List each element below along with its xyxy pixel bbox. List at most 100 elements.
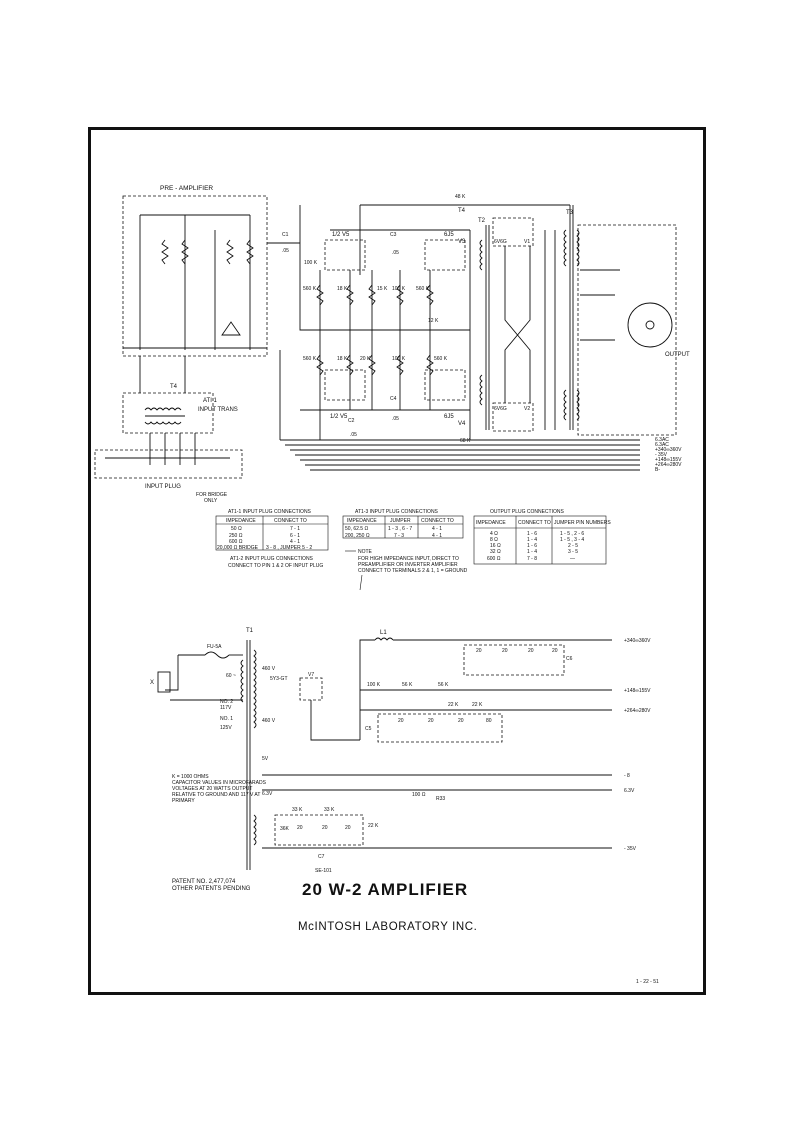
table-title: AT1-3 INPUT PLUG CONNECTIONS — [355, 509, 439, 515]
transformer-label: T2 — [478, 218, 486, 224]
table-cell: 6 - 1 — [290, 533, 300, 539]
supply-tap-label: 6.3AC — [655, 437, 669, 443]
table-cell: 1 - 6 — [527, 531, 537, 537]
wire — [359, 639, 375, 740]
table-header: JUMPER PIN NUMBERS — [554, 520, 611, 526]
manufacturer-name: McINTOSH LABORATORY INC. — [298, 921, 477, 933]
table-cell: 200, 250 Ω — [345, 533, 370, 539]
transformer-coil — [144, 421, 182, 425]
cap-label: .05 — [392, 416, 399, 422]
note-text: FOR HIGH IMPEDANCE INPUT, DIRECT TO — [358, 556, 459, 562]
tube-v5b — [324, 369, 366, 401]
psu-resistor: 22 K — [472, 702, 483, 708]
table-title: OUTPUT PLUG CONNECTIONS — [490, 509, 564, 515]
tube-label: 6V6G — [494, 239, 507, 245]
note-text: PREAMPLIFIER OR INVERTER AMPLIFIER — [358, 562, 458, 568]
psu-label: T1 — [246, 628, 254, 634]
resistor-label: 100 K — [304, 260, 318, 266]
psu-note: K = 1000 OHMS — [172, 774, 209, 780]
tube-label: V3 — [458, 239, 466, 245]
note-arrow — [359, 574, 363, 591]
table-cell: 2 - 5 — [568, 543, 578, 549]
table-cell: 1 - 4 — [527, 549, 537, 555]
tube-label: V1 — [524, 239, 530, 245]
table-cell: 7 - 3 — [394, 533, 404, 539]
table-cell: — — [570, 556, 575, 562]
psu-label: 60 ~ — [226, 673, 236, 679]
table-cell: 250 Ω — [229, 533, 243, 539]
table-cell: 4 - 1 — [432, 526, 442, 532]
psu-label: 117V — [220, 705, 232, 711]
psu-resistor: 56 K — [402, 682, 413, 688]
cap-value: 20 — [345, 825, 351, 831]
cap-value: 20 — [552, 648, 558, 654]
cap-value: 20 — [528, 648, 534, 654]
table-output — [473, 515, 607, 565]
table-cell: 50 Ω — [231, 526, 242, 532]
resistor-label: 68 K — [460, 438, 471, 444]
table-cell: 1 - 5 , 2 - 6 — [560, 531, 584, 537]
resistor-label: 20 K — [360, 356, 371, 362]
output-stage: T2 6V6G V1 6V6G V2 T3 OUTPUT T4 — [458, 205, 690, 440]
table-cell: 3 - 8 , JUMPER 5 - 2 — [266, 545, 312, 551]
supply-tap-label: +264∞280V — [655, 462, 682, 468]
cap-label: C1 — [282, 232, 289, 238]
resistor-label: 15 K — [377, 286, 388, 292]
table-cell: 7 - 8 — [527, 556, 537, 562]
resistor-r25 — [226, 239, 234, 265]
bridge-note: ONLY — [204, 498, 218, 504]
tube-v1 — [492, 217, 534, 247]
tube-label: 6V6G — [494, 406, 507, 412]
psu-misc: C5 — [365, 726, 372, 732]
resistor-r23 — [161, 239, 169, 265]
psu-label: L1 — [380, 630, 387, 636]
ati2-note: CONNECT TO PIN 1 & 2 OF INPUT PLUG — [228, 563, 323, 569]
cap-bank-c7 — [274, 814, 364, 846]
wire — [299, 243, 470, 331]
patent-text: PATENT NO. 2,477,074 — [172, 879, 236, 885]
supply-bus: 6.3AC 6.3AC +340∞360V - 35V +148∞155V +2… — [279, 350, 682, 473]
tube-v4 — [424, 369, 466, 401]
note-text: CONNECT TO TERMINALS 2 & 1, 1 = GROUND — [358, 568, 468, 574]
resistor — [396, 284, 404, 306]
note-heading: NOTE — [358, 549, 373, 555]
psu-note: PRIMARY — [172, 798, 195, 804]
table-cell: 50, 62.5 Ω — [345, 526, 368, 532]
resistor — [426, 354, 434, 376]
psu-label: 6.3V — [262, 791, 273, 797]
input-trans-label: ATI 1 — [203, 398, 218, 404]
table-cell: 4 Ω — [490, 531, 498, 537]
supply-tap-label: 6.3AC — [655, 442, 669, 448]
table-ati3 — [342, 515, 464, 539]
table-cell: 1 - 4 — [527, 537, 537, 543]
transformer-label: T4 — [458, 208, 466, 214]
table-cell: 4 - 1 — [290, 539, 300, 545]
resistor-label: 48 K — [455, 194, 466, 200]
supply-tap-label: +148∞155V — [655, 457, 682, 463]
cap-label: C2 — [348, 418, 355, 424]
drawing-frame — [88, 127, 706, 995]
cap-label: C4 — [390, 396, 397, 402]
transformer-coil — [576, 229, 580, 267]
psu-label: NO. 2 — [220, 699, 233, 705]
table-header: IMPEDANCE — [476, 520, 506, 526]
psu-label: 125V — [220, 725, 232, 731]
resistor — [426, 284, 434, 306]
cap-label: .05 — [392, 250, 399, 256]
resistor-r24 — [181, 239, 189, 265]
output-label: OUTPUT — [665, 352, 690, 358]
resistor — [396, 354, 404, 376]
psu-misc: C6 — [566, 656, 573, 662]
hv-secondary-coil — [253, 649, 257, 729]
resistor-label: 100 K — [392, 356, 406, 362]
rail-label: 6.3V — [624, 788, 635, 794]
psu-misc: C7 — [318, 854, 325, 860]
transformer-coil — [144, 407, 182, 411]
table-cell: 600 Ω — [487, 556, 501, 562]
connection-tables: AT1-1 INPUT PLUG CONNECTIONS IMPEDANCE C… — [215, 509, 611, 591]
tube-label: V4 — [458, 421, 466, 427]
plug-symbol — [157, 671, 171, 693]
table-title: AT1-1 INPUT PLUG CONNECTIONS — [228, 509, 312, 515]
psu-note: CAPACITOR VALUES IN MICROFARADS — [172, 780, 267, 786]
